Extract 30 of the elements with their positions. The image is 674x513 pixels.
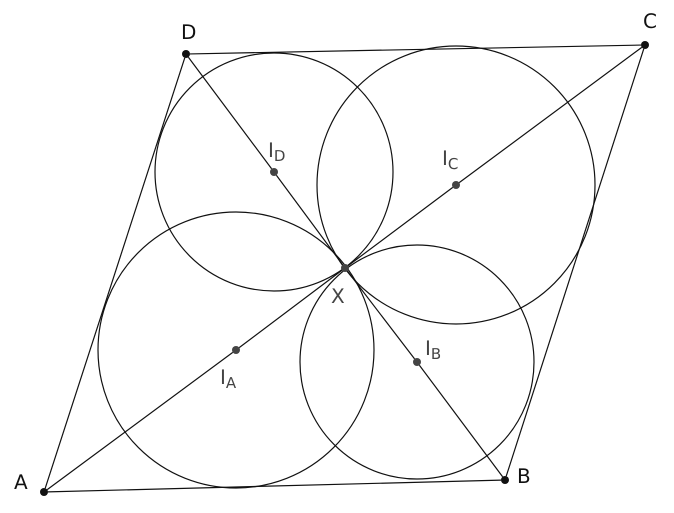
line-segment — [238, 270, 342, 348]
point — [341, 264, 349, 272]
line-segment — [190, 44, 642, 55]
line-segment — [506, 48, 644, 476]
point-label: D — [181, 20, 196, 44]
line-segment — [276, 174, 344, 266]
line-segment — [348, 186, 454, 266]
point-label: I$_{A}$ — [220, 365, 236, 389]
point — [40, 488, 48, 496]
point — [452, 181, 460, 189]
point — [501, 476, 509, 484]
point — [182, 50, 190, 58]
point-label: X — [331, 284, 345, 308]
point — [232, 346, 240, 354]
line-segment — [346, 270, 416, 360]
point-label: C — [643, 9, 657, 33]
line-segment — [46, 352, 234, 490]
point-label: I$_{C}$ — [442, 146, 458, 170]
line-segment — [44, 58, 186, 488]
line-segment — [188, 56, 272, 170]
line-segment — [48, 480, 502, 492]
point-label: A — [14, 470, 28, 494]
line-segment — [458, 46, 642, 184]
point-label: B — [517, 464, 531, 488]
point — [413, 358, 421, 366]
point — [641, 41, 649, 49]
point — [270, 168, 278, 176]
point-label: I$_{B}$ — [425, 336, 442, 360]
point-label: I$_{D}$ — [268, 138, 286, 162]
line-segment — [418, 364, 504, 478]
